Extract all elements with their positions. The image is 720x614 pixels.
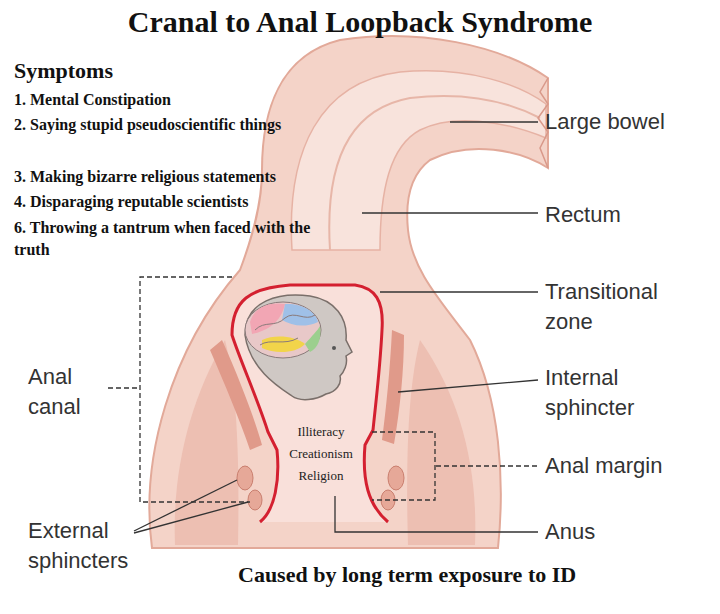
leader-line <box>450 121 538 122</box>
inner-text: Creationism <box>276 446 366 462</box>
leader-line <box>134 480 237 531</box>
part-label: Rectum <box>545 200 715 230</box>
part-label: External sphincters <box>28 516 134 576</box>
symptom-item: 4. Disparaging reputable scientists <box>14 191 359 213</box>
brain-lobe <box>305 326 321 352</box>
external-sphincter <box>237 466 253 490</box>
leader-line <box>134 502 248 533</box>
symptom-item: 6. Throwing a tantrum when faced with th… <box>14 217 349 261</box>
part-label: Internal sphincter <box>545 363 710 423</box>
bowel-fold <box>329 96 540 250</box>
part-label: Large bowel <box>545 107 715 137</box>
leader-line <box>362 212 538 213</box>
symptom-item: 2. Saying stupid pseudoscientific things <box>14 114 344 136</box>
inner-text: Illiteracy <box>276 424 366 440</box>
symptom-item: 3. Making bizarre religious statements <box>14 166 359 188</box>
part-label: Anal margin <box>545 451 715 481</box>
diagram-title: Cranal to Anal Loopback Syndrome <box>0 4 720 40</box>
eye <box>332 346 336 350</box>
leader-line <box>436 465 538 466</box>
inner-text: Religion <box>276 468 366 484</box>
leader-line <box>108 387 139 388</box>
bowel-lumen <box>291 71 546 250</box>
leader-line <box>380 291 538 292</box>
internal-sphincter <box>382 330 404 444</box>
head-profile <box>245 295 352 400</box>
brain-gyri <box>255 315 315 345</box>
symptom-item: 1. Mental Constipation <box>14 89 354 111</box>
part-label: Anal canal <box>28 362 108 422</box>
anal-canal-bracket <box>140 277 250 502</box>
right-fold <box>407 340 475 545</box>
section-heading: Symptoms <box>14 57 314 85</box>
external-sphincter <box>248 490 262 510</box>
tissue <box>149 36 548 548</box>
anal-margin-bracket <box>372 432 435 500</box>
leader-line <box>335 496 538 532</box>
diagram-caption: Caused by long term exposure to ID <box>238 561 708 589</box>
external-sphincter <box>388 466 404 490</box>
part-label: Anus <box>545 517 715 547</box>
part-label: Transitional zone <box>545 277 695 337</box>
leader-line <box>398 380 538 392</box>
brain-lobe <box>282 304 318 326</box>
brain-lobe <box>262 337 305 353</box>
brain <box>245 302 321 358</box>
anal-canal-cavity <box>232 285 388 522</box>
